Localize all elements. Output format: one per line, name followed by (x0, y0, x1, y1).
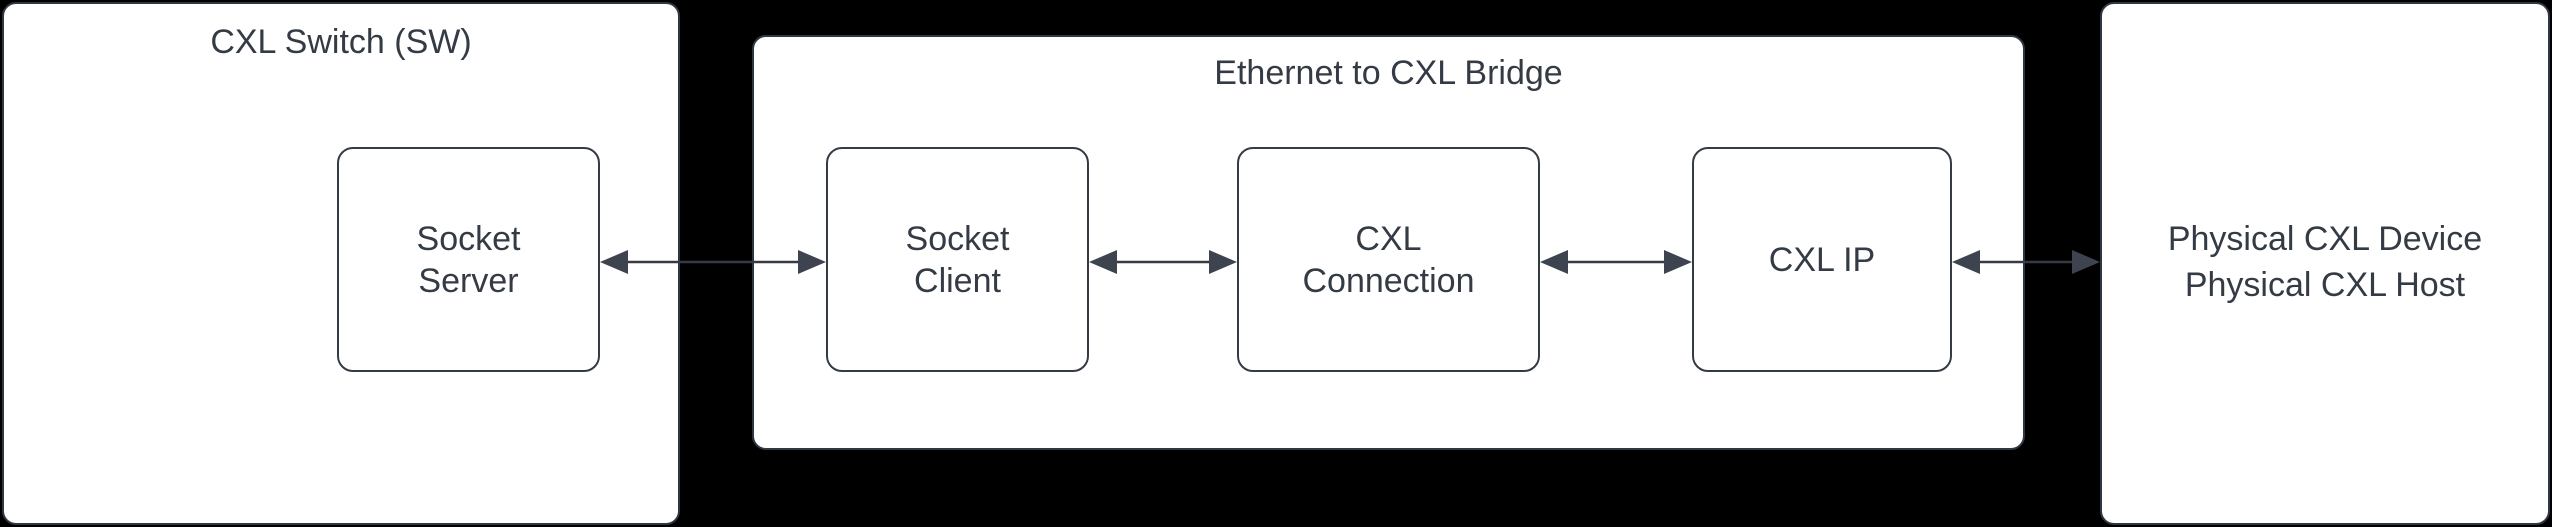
node-cxl-connection-label: CXL Connection (1302, 219, 1475, 300)
panel-physical-cxl (2100, 2, 2550, 525)
node-cxl-ip[interactable]: CXL IP (1692, 147, 1952, 372)
panel-ethernet-cxl-bridge-title: Ethernet to CXL Bridge (1214, 54, 1563, 92)
node-socket-server-label: Socket Server (416, 219, 521, 300)
node-socket-client[interactable]: Socket Client (826, 147, 1089, 372)
physical-cxl-label: Physical CXL Device Physical CXL Host (2167, 220, 2483, 304)
node-cxl-ip-label: CXL IP (1768, 240, 1876, 279)
node-socket-client-label: Socket Client (905, 219, 1010, 300)
node-socket-server[interactable]: Socket Server (337, 147, 600, 372)
panel-cxl-switch-title: CXL Switch (SW) (210, 23, 472, 61)
node-cxl-connection[interactable]: CXL Connection (1237, 147, 1540, 372)
